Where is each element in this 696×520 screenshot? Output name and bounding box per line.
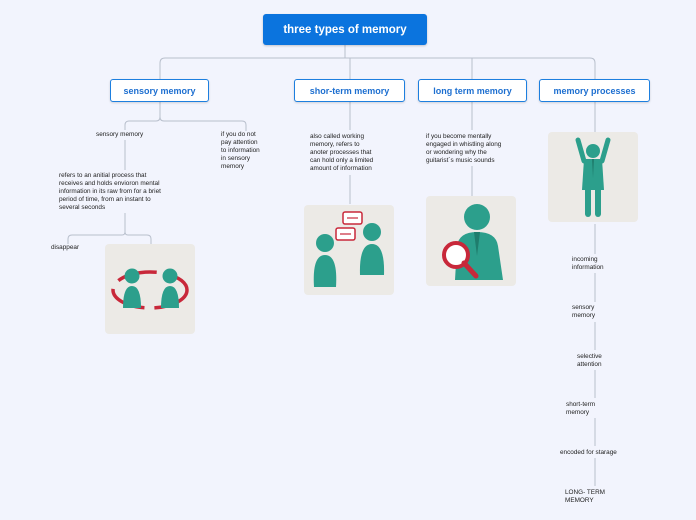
- person-arms-raised-icon: [548, 132, 638, 222]
- process-step-selective-attention: selective attention: [577, 353, 602, 368]
- topic-long-term-memory[interactable]: long term memory: [418, 79, 527, 102]
- two-people-exchange-icon: [105, 244, 195, 334]
- sensory-definition: refers to an anitial process that receiv…: [59, 172, 161, 211]
- short-term-note: also called working memory, refers to an…: [310, 133, 374, 172]
- root-topic[interactable]: three types of memory: [263, 14, 427, 45]
- long-term-note: if you become mentally engaged in whistl…: [426, 133, 502, 164]
- topic-memory-processes[interactable]: memory processes: [539, 79, 650, 102]
- sensory-sub-label: sensory memory: [96, 131, 144, 138]
- magnifier-person-icon: [426, 196, 516, 286]
- process-step-incoming-information: incoming information: [572, 256, 604, 271]
- disappear-label: disappear: [51, 244, 80, 251]
- process-step-sensory-memory: sensory memory: [572, 304, 596, 319]
- people-conversation-icon: [304, 205, 394, 295]
- process-step-long-term-memory: LONG- TERM MEMORY: [565, 489, 606, 504]
- topic-short-term-memory[interactable]: shor-term memory: [294, 79, 405, 102]
- process-step-short-term-memory: short-term memory: [566, 401, 596, 416]
- topic-sensory-memory[interactable]: sensory memory: [110, 79, 209, 102]
- no-attention-note: if you do not pay attention to informati…: [221, 131, 260, 170]
- process-step-encoded-for-storage: encoded for starage: [560, 449, 617, 456]
